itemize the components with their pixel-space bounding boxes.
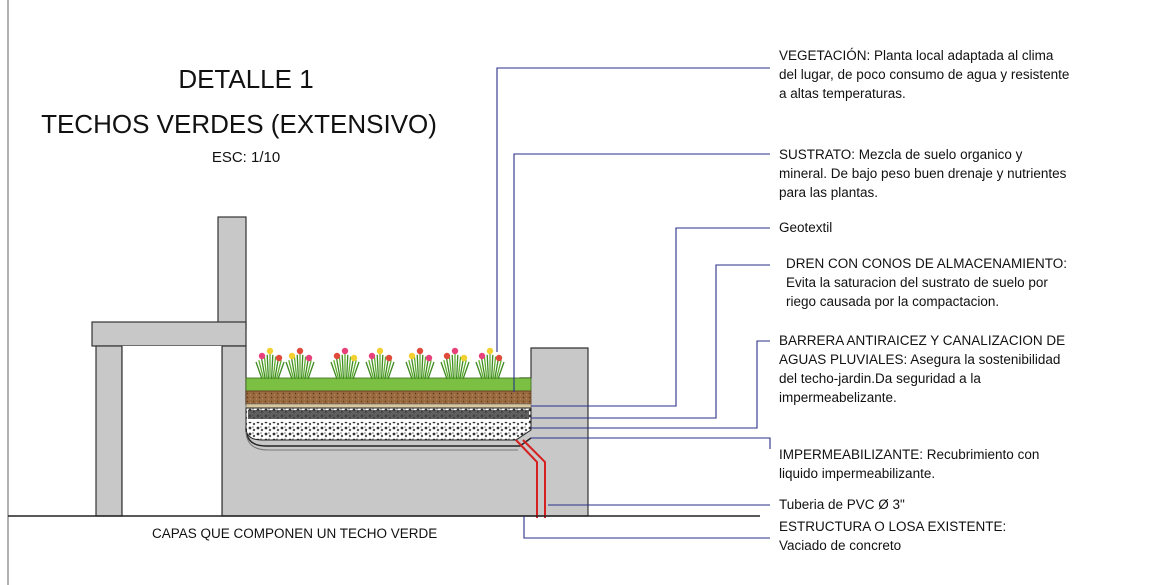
leader-geotextil xyxy=(531,227,770,407)
flower xyxy=(376,347,384,355)
flower xyxy=(258,352,266,360)
label-geotextil: Geotextil xyxy=(779,220,832,235)
caption: CAPAS QUE COMPONEN UN TECHO VERDE xyxy=(152,526,437,541)
plant-cluster xyxy=(330,347,360,380)
leader-impermeabilizante xyxy=(531,437,771,449)
flower xyxy=(368,352,376,360)
plant-cluster xyxy=(255,347,285,380)
label-line: DREN CON CONOS DE ALMACENAMIENTO: xyxy=(786,256,1067,271)
label-vegetacion: VEGETACIÓN: Planta local adaptada al cli… xyxy=(779,48,1069,101)
label-line: VEGETACIÓN: Planta local adaptada al cli… xyxy=(779,48,1054,63)
label-tuberia: Tuberia de PVC Ø 3" xyxy=(779,497,905,512)
label-line: Tuberia de PVC Ø 3" xyxy=(779,497,905,512)
leader-vegetacion xyxy=(496,67,770,352)
plant-cluster xyxy=(440,347,470,380)
label-estructura: ESTRUCTURA O LOSA EXISTENTE: Vaciado de c… xyxy=(779,519,1006,553)
title-line-1: DETALLE 1 xyxy=(178,64,313,94)
plant-cluster xyxy=(405,347,435,380)
leader-dren xyxy=(531,264,770,419)
title-scale: ESC: 1/10 xyxy=(212,149,280,166)
label-line: SUSTRATO: Mezcla de suelo organico y xyxy=(779,147,1023,162)
leader-lines xyxy=(496,67,771,539)
flower xyxy=(443,352,451,360)
leader-sustrato xyxy=(513,153,770,392)
label-line: del lugar, de poco consumo de agua y res… xyxy=(779,67,1069,82)
label-line: para las plantas. xyxy=(779,185,878,200)
leader-estructura xyxy=(523,516,770,539)
label-line: BARRERA ANTIRAICEZ Y CANALIZACION DE xyxy=(779,333,1065,348)
flower xyxy=(350,354,358,362)
label-line: a altas temperaturas. xyxy=(779,86,906,101)
flower xyxy=(425,354,433,362)
label-line: Geotextil xyxy=(779,220,832,235)
label-line: riego causada por la compactacion. xyxy=(786,294,999,309)
leader-barrera xyxy=(531,340,770,429)
flower xyxy=(408,352,416,360)
flower xyxy=(416,347,424,355)
label-line: impermeabelizante. xyxy=(779,390,897,405)
flower xyxy=(296,347,304,355)
flower xyxy=(486,347,494,355)
flower xyxy=(478,352,486,360)
label-line: liquido impermeabilizante. xyxy=(779,466,935,481)
flower xyxy=(341,347,349,355)
plants xyxy=(255,347,505,380)
flower xyxy=(451,347,459,355)
title-line-2: TECHOS VERDES (EXTENSIVO) xyxy=(41,109,437,139)
flower xyxy=(495,354,503,362)
plant-cluster xyxy=(285,347,315,380)
label-line: mineral. De bajo peso buen drenaje y nut… xyxy=(779,166,1067,181)
flower xyxy=(385,354,393,362)
pvc-pipe xyxy=(515,439,546,518)
plant-cluster xyxy=(475,347,505,380)
label-sustrato: SUSTRATO: Mezcla de suelo organico y mine… xyxy=(779,147,1067,200)
label-dren: DREN CON CONOS DE ALMACENAMIENTO: Evita l… xyxy=(786,256,1067,309)
label-line: ESTRUCTURA O LOSA EXISTENTE: xyxy=(779,519,1006,534)
grass-layer xyxy=(245,377,532,392)
label-barrera: BARRERA ANTIRAICEZ Y CANALIZACION DE AGUA… xyxy=(779,333,1065,405)
labels: VEGETACIÓN: Planta local adaptada al cli… xyxy=(779,48,1069,553)
label-line: IMPERMEABILIZANTE: Recubrimiento con xyxy=(779,447,1039,462)
green-roof-layers xyxy=(245,377,532,451)
label-impermeabilizante: IMPERMEABILIZANTE: Recubrimiento con liqu… xyxy=(779,447,1039,481)
flower xyxy=(275,354,283,362)
geotextile-layer xyxy=(245,403,532,409)
label-line: Evita la saturacion del sustrato de suel… xyxy=(786,275,1048,290)
flower xyxy=(460,354,468,362)
flower xyxy=(266,347,274,355)
flower xyxy=(288,352,296,360)
flower xyxy=(333,352,341,360)
substrate-layer xyxy=(245,390,532,405)
flower xyxy=(305,354,313,362)
label-line: del techo-jardin.Da seguridad a la xyxy=(779,371,981,386)
plant-cluster xyxy=(365,347,395,380)
label-line: AGUAS PLUVIALES: Asegura la sostenibilid… xyxy=(779,352,1060,367)
label-line: Vaciado de concreto xyxy=(779,538,901,553)
